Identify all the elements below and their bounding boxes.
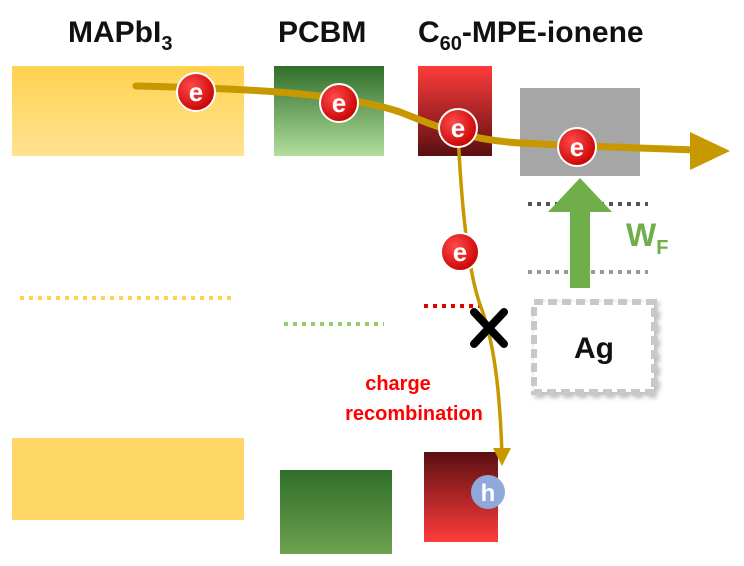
mapbi3-valence-band xyxy=(12,438,244,520)
ag-electrode-box xyxy=(531,299,657,395)
svg-text:e: e xyxy=(453,237,467,267)
pcbm-homo-band xyxy=(280,470,392,554)
recombination-path xyxy=(456,131,504,455)
mapbi3-label: MAPbI3 xyxy=(68,16,172,55)
arrow-right-icon xyxy=(690,132,730,170)
electron-circle-icon: e xyxy=(176,72,216,112)
svg-text:e: e xyxy=(451,113,465,143)
recombination-arrow-head xyxy=(493,448,511,466)
electron-circle-icon: e xyxy=(557,127,597,167)
pcbm-label: PCBM xyxy=(278,16,366,49)
hole-circle-icon: h xyxy=(471,475,505,509)
svg-text:e: e xyxy=(570,132,584,162)
electron-circle-icon: e xyxy=(319,83,359,123)
electron-circle-icon: e xyxy=(440,232,480,272)
work-function-label: WF xyxy=(626,217,668,259)
work-function-arrow xyxy=(548,178,612,288)
recombination-label-line2: recombination xyxy=(345,403,483,425)
ag-label: Ag xyxy=(574,332,614,365)
c60-mpe-ionene-label: C60-MPE-ionene xyxy=(418,16,644,55)
recombination-label-line1: charge xyxy=(365,373,431,395)
cross-mark-icon xyxy=(470,308,508,348)
electron-circle-icon: e xyxy=(438,108,478,148)
svg-text:e: e xyxy=(189,77,203,107)
svg-text:h: h xyxy=(481,480,496,507)
svg-text:e: e xyxy=(332,88,346,118)
